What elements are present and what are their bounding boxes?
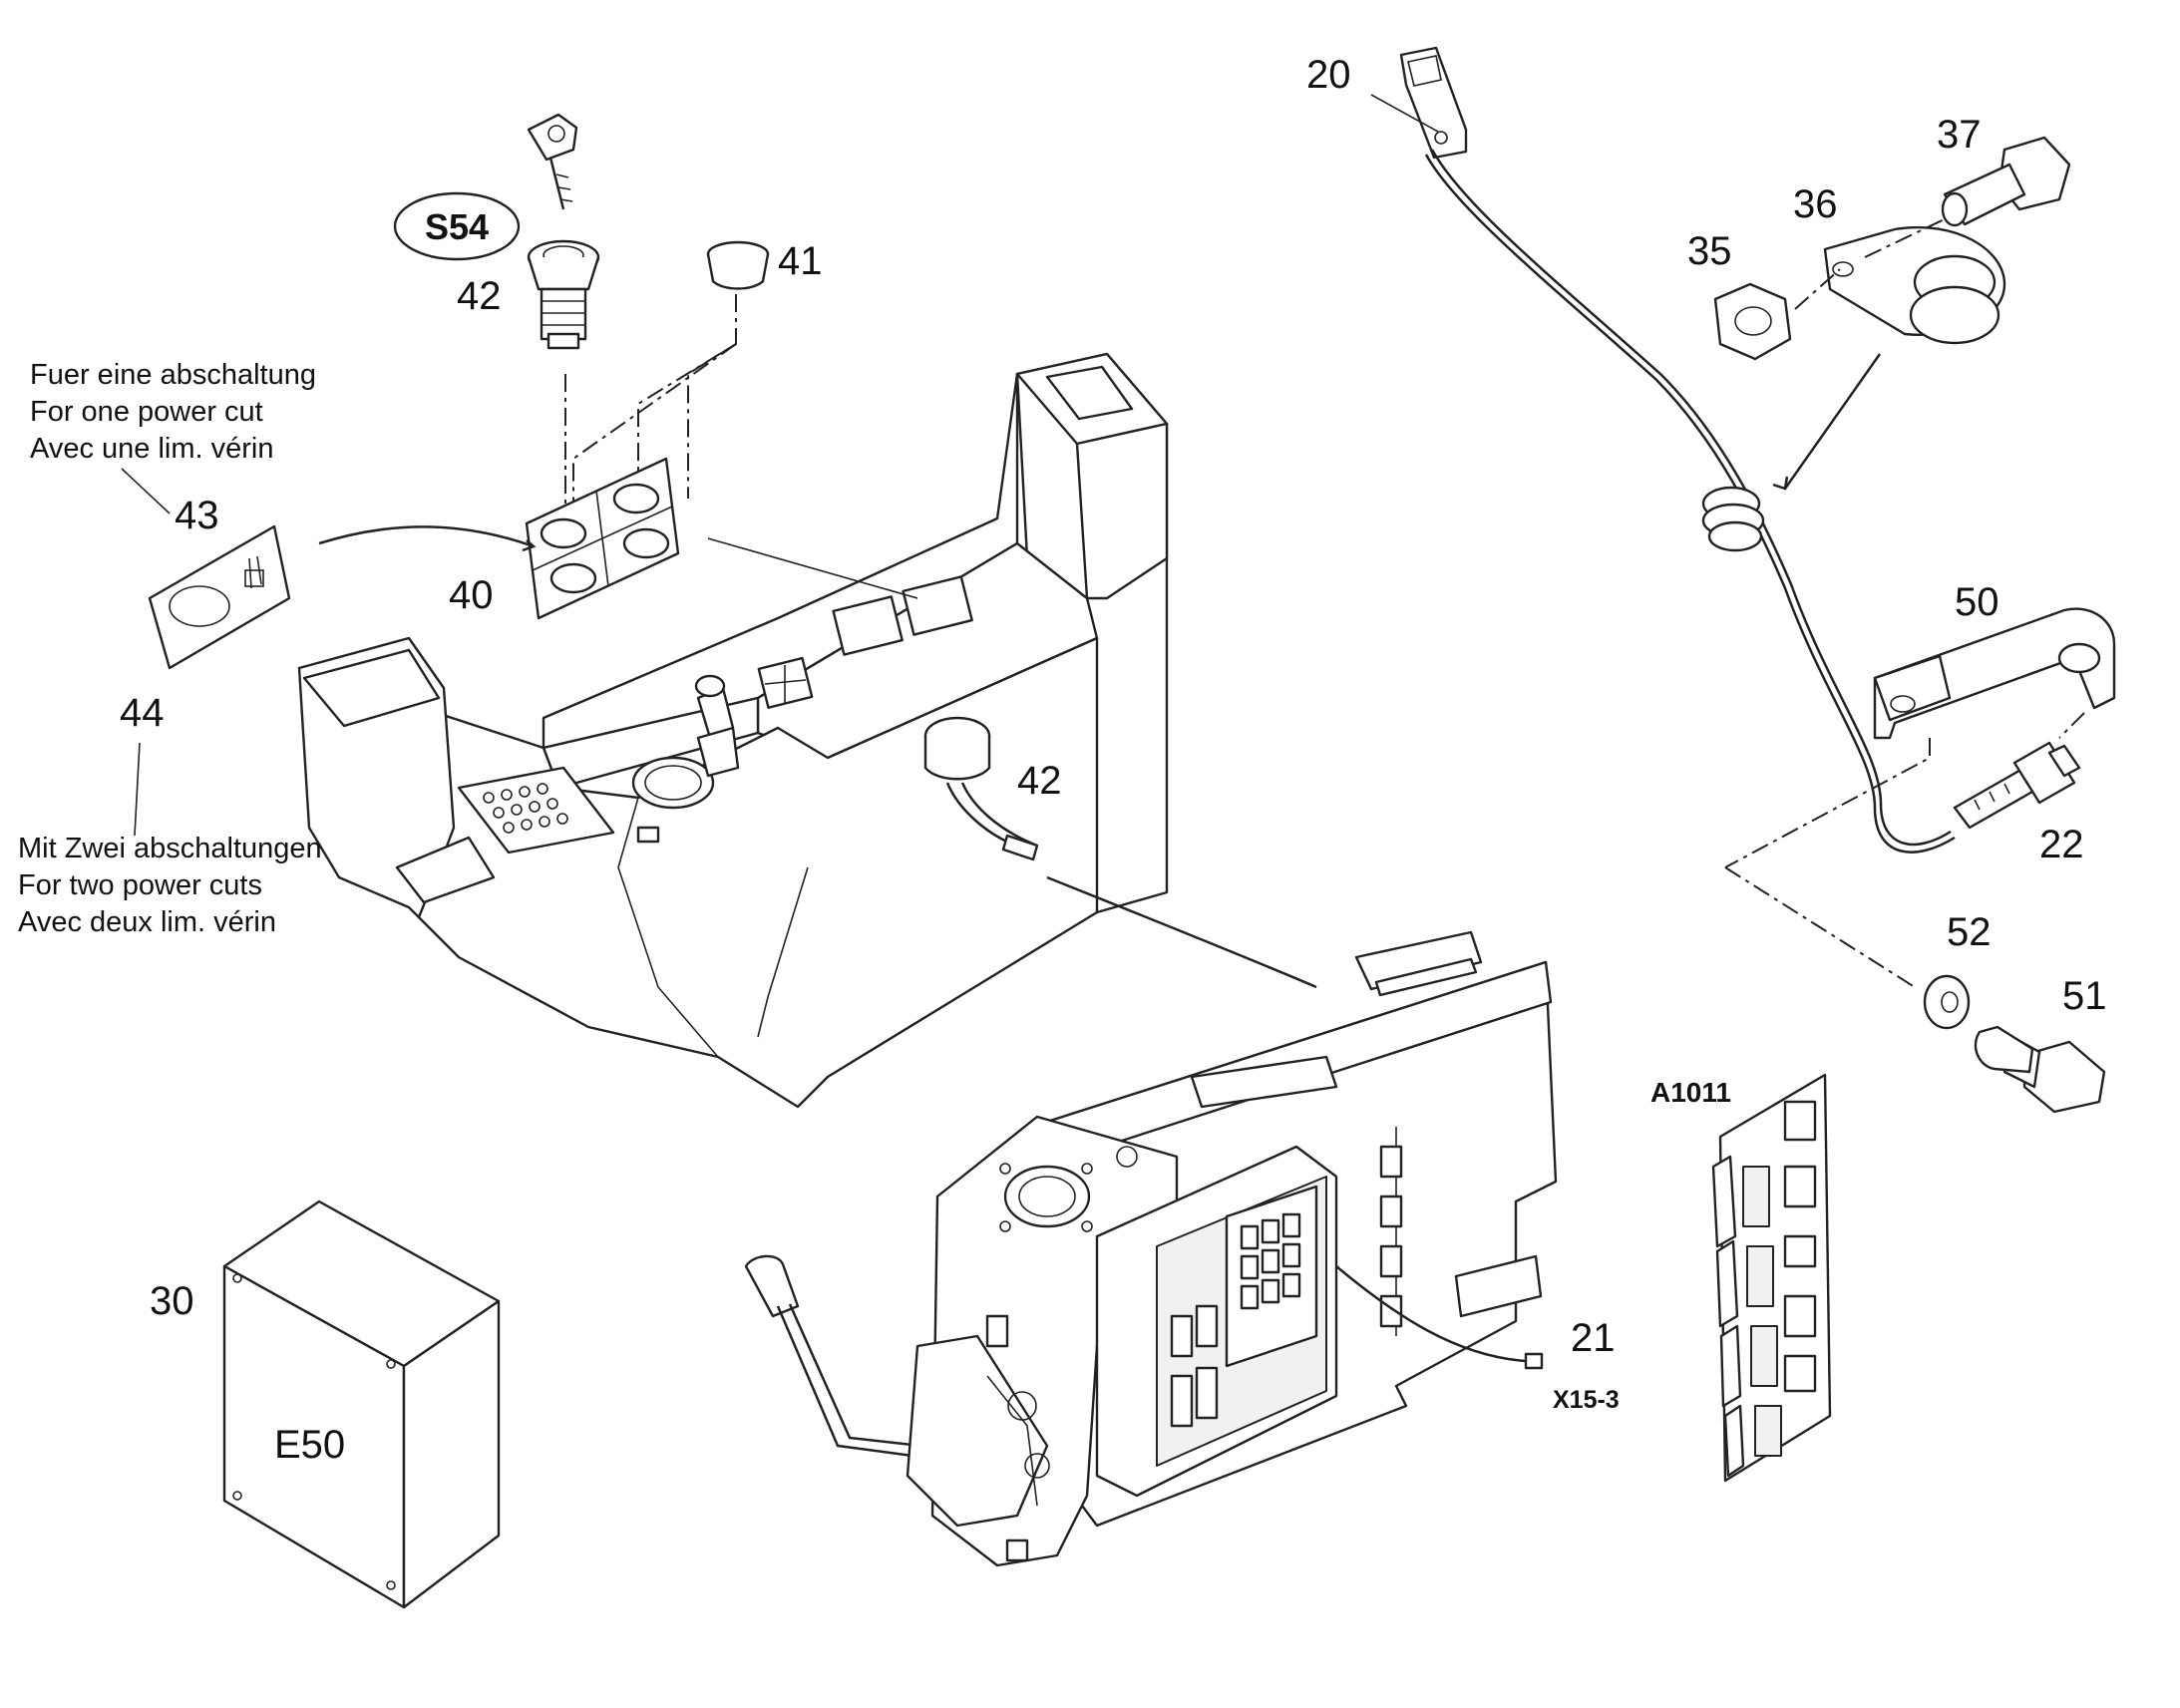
- part-36-clamp: [1794, 213, 2006, 345]
- part-37-bolt: [1941, 136, 2071, 227]
- grommet: [1701, 486, 1765, 552]
- part-43-44-label-plate: [121, 468, 291, 837]
- part-42-key-switch: [527, 239, 600, 350]
- callout-labels: 20 37 36 35 S54 42 41 43 40 44 42 50 22 …: [120, 53, 2107, 1467]
- label-35: 35: [1687, 229, 1732, 273]
- rack-chips: [1170, 1212, 1301, 1428]
- label-51: 51: [2062, 974, 2107, 1018]
- control-console: [297, 352, 1169, 1109]
- label-41: 41: [778, 239, 823, 283]
- label-e50: E50: [274, 1423, 345, 1467]
- part-35-nut: [1713, 282, 1792, 361]
- part-50-bracket: [1873, 607, 2116, 740]
- part-52-washer: [1923, 974, 1971, 1030]
- label-40: 40: [449, 573, 494, 617]
- label-42-key: 42: [457, 274, 502, 318]
- rack-rails: [1379, 1127, 1543, 1336]
- part-30-e50-box: [222, 1199, 501, 1609]
- part-40-switch-plate: [318, 457, 680, 620]
- part-a1011-circuit-board: [1711, 1073, 1832, 1483]
- label-a1011: A1011: [1650, 1077, 1731, 1108]
- label-36: 36: [1793, 182, 1838, 226]
- s54-oval: [393, 191, 521, 261]
- clamp-arrow-head: [1772, 476, 1789, 491]
- washer-leader: [1724, 866, 1916, 988]
- part-51-bolt: [1974, 1025, 2106, 1114]
- ignition-key: [527, 113, 578, 210]
- label-30: 30: [150, 1279, 194, 1323]
- note-one-line-1: Fuer eine abschaltung: [30, 359, 316, 391]
- note-one-line-2: For one power cut: [30, 396, 263, 428]
- label-s54: S54: [425, 206, 489, 247]
- part-22-proximity-sensor: [1724, 712, 2085, 868]
- part-42-rotary-switch: [923, 716, 1039, 861]
- label-43: 43: [175, 494, 219, 537]
- label-22: 22: [2039, 823, 2084, 866]
- note-one-power-cut: Fuer eine abschaltung For one power cut …: [30, 359, 316, 465]
- note-two-power-cuts: Mit Zwei abschaltungen For two power cut…: [18, 833, 322, 938]
- tray-holes: [483, 783, 568, 834]
- note-two-line-1: Mit Zwei abschaltungen: [18, 833, 322, 864]
- label-x15-3: X15-3: [1553, 1386, 1620, 1414]
- label-37: 37: [1937, 113, 1982, 157]
- label-42-switch: 42: [1017, 759, 1062, 803]
- note-two-line-3: Avec deux lim. vérin: [18, 906, 276, 938]
- label-52: 52: [1947, 910, 1992, 954]
- note-two-line-2: For two power cuts: [18, 869, 262, 901]
- part-41-cap: [706, 240, 770, 290]
- label-50: 50: [1955, 580, 1999, 624]
- lower-console-unit: [744, 875, 1558, 1567]
- part-20-connector-cable: [1370, 46, 1956, 854]
- label-20: 20: [1306, 53, 1351, 97]
- note-one-line-3: Avec une lim. vérin: [30, 433, 273, 465]
- label-21: 21: [1571, 1316, 1616, 1360]
- label-44: 44: [120, 691, 165, 735]
- clamp-arrow: [1783, 353, 1882, 490]
